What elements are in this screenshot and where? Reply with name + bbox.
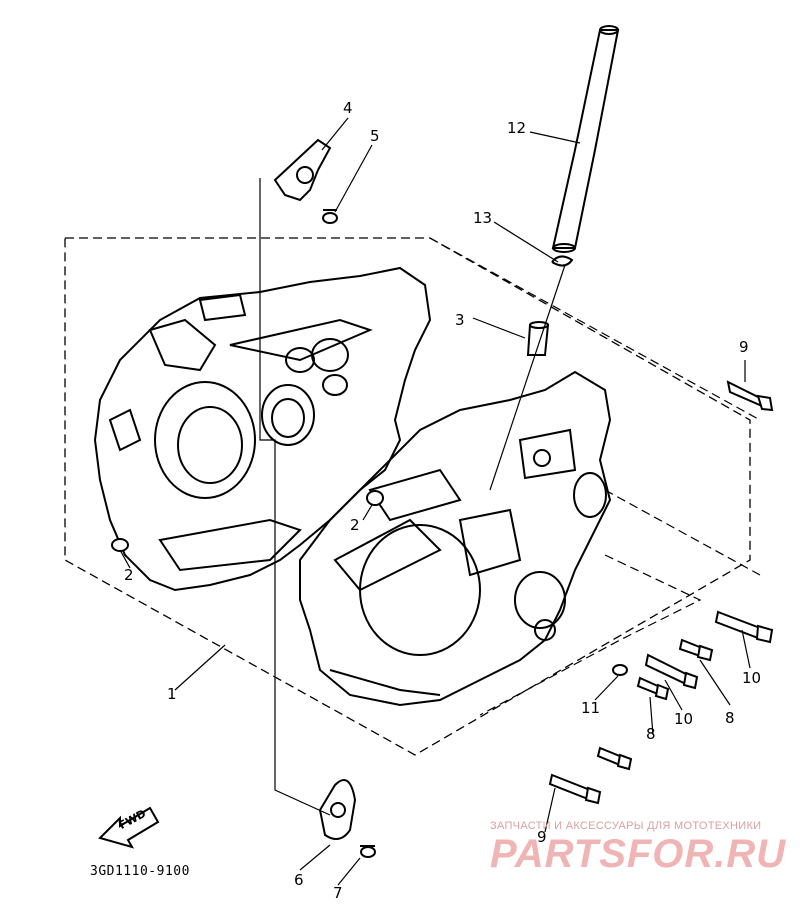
cover-plate-top — [273, 138, 332, 202]
cover-plate-bottom — [318, 779, 357, 840]
bolt-9-top — [726, 380, 774, 412]
breather-clip — [551, 255, 574, 267]
callout-3: 3 — [455, 311, 465, 329]
bolt-9-bottom — [548, 773, 602, 805]
callout-9-top: 9 — [739, 338, 749, 356]
crankcase-left-half — [93, 266, 432, 592]
callout-10-right: 10 — [742, 669, 761, 687]
callout-8-right: 8 — [725, 709, 735, 727]
screw-top — [322, 209, 338, 224]
callout-11: 11 — [581, 699, 600, 717]
breather-pipe — [551, 25, 620, 253]
callout-13: 13 — [473, 209, 492, 227]
breather-axis-line — [489, 264, 566, 491]
callout-9-bottom: 9 — [537, 828, 547, 846]
watermark-tagline: ЗАПЧАСТИ И АКСЕССУАРЫ ДЛЯ МОТОТЕХНИКИ — [490, 820, 762, 832]
crankcase-right-half — [299, 370, 612, 707]
plate-guide-line — [259, 178, 331, 816]
callout-8-lower: 8 — [646, 725, 656, 743]
washer-11 — [612, 664, 628, 676]
fwd-arrow-icon — [98, 806, 160, 849]
dowel-pin-left — [111, 538, 129, 552]
breather-joint — [526, 321, 550, 356]
dashed-guide-right — [429, 237, 761, 421]
bolt-8-right — [678, 638, 714, 662]
callout-7: 7 — [333, 884, 343, 902]
callout-10-mid: 10 — [674, 710, 693, 728]
screw-bottom — [360, 845, 376, 858]
leader-lines — [119, 117, 751, 886]
dashed-guide-bolt — [604, 489, 761, 576]
callout-2-left: 2 — [124, 566, 134, 584]
diagram-code: 3GD1110-9100 — [90, 864, 190, 879]
watermark-logo: PARTSFOR.RU — [490, 832, 787, 876]
callout-6: 6 — [294, 871, 304, 889]
bolt-8-mid — [636, 676, 670, 701]
callout-12: 12 — [507, 119, 526, 137]
bolt-10-right — [714, 610, 774, 644]
callout-5: 5 — [370, 127, 380, 145]
dowel-pin-right — [366, 490, 384, 506]
callout-2-right: 2 — [350, 516, 360, 534]
bolt-10-mid — [644, 653, 699, 690]
callout-1: 1 — [167, 685, 177, 703]
callout-4: 4 — [343, 99, 353, 117]
bolt-8-lower — [596, 746, 633, 771]
dashed-guide-lower — [479, 554, 702, 716]
